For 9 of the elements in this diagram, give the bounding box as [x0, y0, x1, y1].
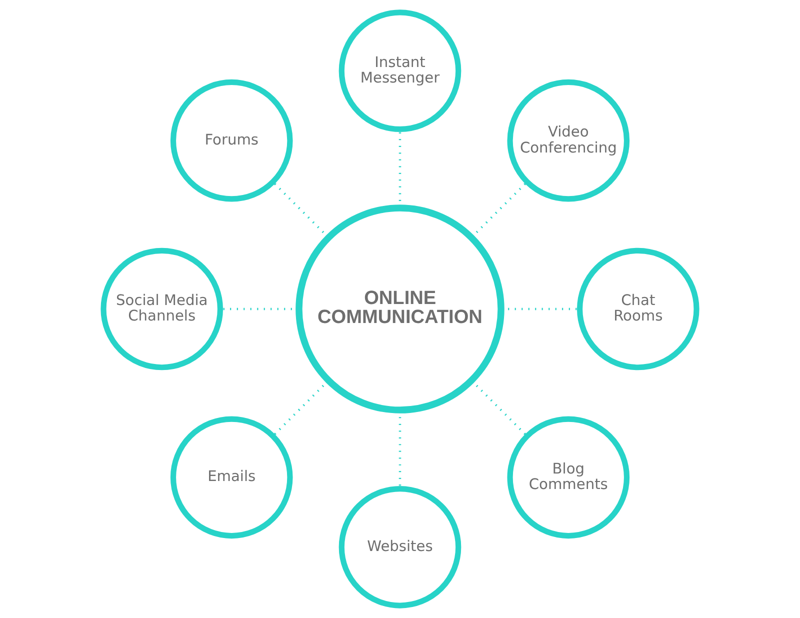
- node-circle: Video Conferencing: [507, 79, 630, 202]
- node-circle: Instant Messenger: [338, 10, 462, 132]
- node-circle: Blog Comments: [507, 416, 630, 539]
- node-circle: ONLINE COMMUNICATION: [296, 204, 504, 414]
- node-circle: Websites: [338, 486, 462, 608]
- node-circle: Social Media Channels: [100, 248, 224, 370]
- node-circle: Forums: [170, 79, 293, 202]
- node-circle: Chat Rooms: [576, 248, 700, 370]
- node-circle: Emails: [170, 416, 293, 539]
